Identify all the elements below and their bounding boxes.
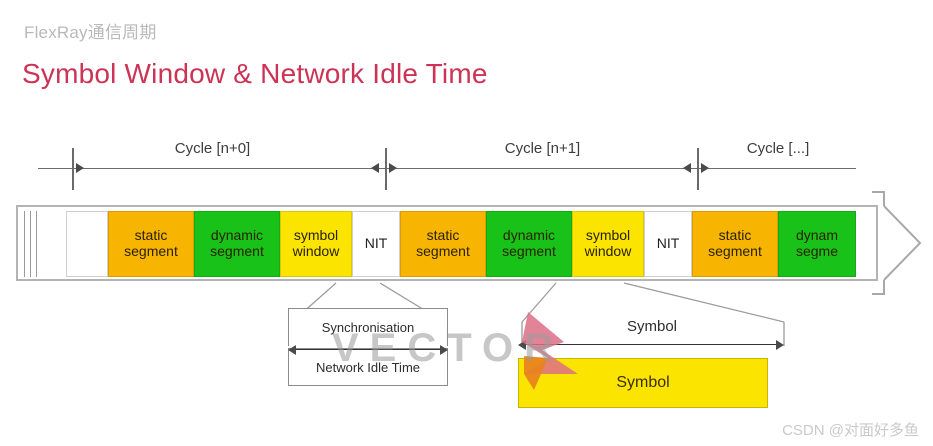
communication-cycle-band: static segment dynamic segment symbol wi… (16, 205, 878, 281)
vector-watermark: VECTOR (332, 326, 564, 370)
segment-static-1[interactable]: static segment (108, 211, 194, 277)
cycle-label-2: Cycle [...] (746, 140, 810, 157)
segment-line-1: dynamic (210, 227, 264, 244)
symbol-measure-arrow-right (776, 340, 784, 350)
segment-line-1: symbol (293, 227, 339, 244)
cycle-arrow-left-1 (683, 163, 691, 173)
band-left-ticks (24, 211, 46, 277)
segment-line-1: symbol (585, 227, 631, 244)
nit-measure-arrow (288, 345, 448, 355)
segment-blank-start (66, 211, 108, 277)
segment-dynamic-2[interactable]: dynamic segment (486, 211, 572, 277)
segment-line-2: segment (502, 243, 556, 259)
segment-line-2: segment (210, 243, 264, 259)
cycle-tick-2 (697, 148, 699, 190)
ruler-axis (38, 168, 856, 169)
nit-measure-line (294, 349, 442, 350)
symbol-measure-line (525, 344, 779, 345)
segment-line-1: static (718, 227, 752, 244)
segment-line-2: segment (416, 243, 470, 259)
segment-line-2: window (584, 243, 632, 259)
cycle-arrow-right-0 (76, 163, 84, 173)
nit-measure-arrow-left (288, 345, 296, 355)
vector-logo-icon (522, 312, 578, 390)
segment-line-2: segme (795, 243, 839, 259)
band-tick-2 (36, 211, 37, 277)
segment-static-3[interactable]: static segment (692, 211, 778, 277)
segment-line-2: segment (708, 243, 762, 259)
cycle-ruler: Cycle [n+0] Cycle [n+1] Cycle [...] (0, 130, 933, 190)
segment-symbol-window-2[interactable]: symbol window (572, 211, 644, 277)
segment-nit-2[interactable]: NIT (644, 211, 692, 277)
timeline-arrowhead-icon (872, 191, 922, 295)
segment-line-1: static (426, 227, 460, 244)
segment-dynamic-3[interactable]: dynam segme (778, 211, 856, 277)
cycle-tick-0 (72, 148, 74, 190)
cycle-label-1: Cycle [n+1] (504, 140, 581, 157)
segment-line-2: segment (124, 243, 178, 259)
nit-measure-arrow-right (440, 345, 448, 355)
segment-symbol-window-1[interactable]: symbol window (280, 211, 352, 277)
cycle-tick-1 (385, 148, 387, 190)
cycle-label-0: Cycle [n+0] (174, 140, 251, 157)
slide-eyebrow: FlexRay通信周期 (24, 23, 157, 42)
band-tick-1 (30, 211, 31, 277)
symbol-measure-arrow-left (518, 340, 526, 350)
segment-line-1: static (134, 227, 168, 244)
cycle-arrow-left-0 (371, 163, 379, 173)
segment-nit-1[interactable]: NIT (352, 211, 400, 277)
segment-dynamic-1[interactable]: dynamic segment (194, 211, 280, 277)
cycle-arrow-right-2 (701, 163, 709, 173)
symbol-measure: Symbol (518, 318, 786, 352)
segment-static-2[interactable]: static segment (400, 211, 486, 277)
network-idle-time-box: Network Idle Time (288, 348, 448, 386)
symbol-measure-label: Symbol (626, 318, 678, 335)
band-tick-0 (24, 211, 25, 277)
top-right-watermark (869, 4, 929, 42)
segment-line-1: NIT (656, 235, 680, 252)
synchronisation-box: Synchronisation (288, 308, 448, 346)
csdn-watermark: CSDN @对面好多鱼 (782, 422, 919, 439)
segment-line-1: NIT (364, 235, 388, 252)
segment-line-1: dynamic (502, 227, 556, 244)
segment-line-1: dynam (795, 227, 839, 244)
page-title: Symbol Window & Network Idle Time (22, 58, 488, 89)
segment-line-2: window (292, 243, 340, 259)
cycle-arrow-right-1 (389, 163, 397, 173)
nit-callout: Synchronisation Network Idle Time (288, 308, 448, 386)
